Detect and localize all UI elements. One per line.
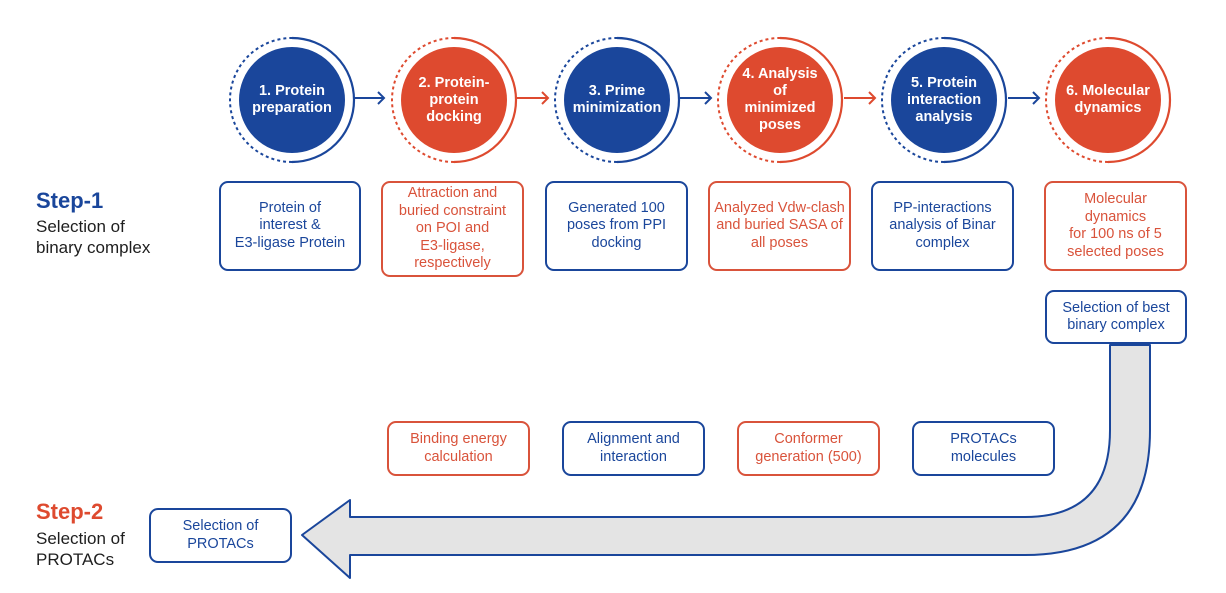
step2-box-2: Alignment and interaction bbox=[562, 421, 705, 476]
connector-arrow-5 bbox=[1008, 91, 1041, 105]
step1-result-box: Selection of best binary complex bbox=[1045, 290, 1187, 344]
step2-subtitle: Selection of PROTACs bbox=[36, 529, 125, 569]
connector-arrow-1 bbox=[353, 91, 386, 105]
stage-ring bbox=[391, 36, 518, 164]
stage-ring bbox=[1045, 36, 1172, 164]
step1-box-2: Attraction and buried constraint on POI … bbox=[381, 181, 524, 277]
step2-box-3: Conformer generation (500) bbox=[737, 421, 880, 476]
stage-ring bbox=[554, 36, 681, 164]
stage-label: 5. Protein interaction analysis bbox=[891, 47, 997, 153]
connector-arrow-3 bbox=[680, 91, 713, 105]
step1-title: Step-1 bbox=[36, 188, 104, 213]
connector-arrow-2 bbox=[517, 91, 550, 105]
stage-circle-1: 1. Protein preparation bbox=[227, 35, 357, 165]
step1-box-6: Molecular dynamics for 100 ns of 5 selec… bbox=[1044, 181, 1187, 271]
step1-subtitle: Selection of binary complex bbox=[36, 217, 151, 257]
stage-circle-2: 2. Protein- protein docking bbox=[389, 35, 519, 165]
return-arrow bbox=[301, 344, 1151, 579]
stage-circle-3: 3. Prime minimization bbox=[552, 35, 682, 165]
stage-circle-5: 5. Protein interaction analysis bbox=[879, 35, 1009, 165]
step1-box-3: Generated 100 poses from PPI docking bbox=[545, 181, 688, 271]
stage-ring bbox=[881, 36, 1008, 164]
step1-box-1: Protein of interest & E3-ligase Protein bbox=[219, 181, 361, 271]
stage-circle-4: 4. Analysis of minimized poses bbox=[715, 35, 845, 165]
step1-box-4: Analyzed Vdw-clash and buried SASA of al… bbox=[708, 181, 851, 271]
step2-result-box: Selection of PROTACs bbox=[149, 508, 292, 563]
stage-label: 4. Analysis of minimized poses bbox=[727, 47, 833, 153]
stage-label: 2. Protein- protein docking bbox=[401, 47, 507, 153]
stage-circle-6: 6. Molecular dynamics bbox=[1043, 35, 1173, 165]
stage-ring bbox=[717, 36, 844, 164]
stage-label: 1. Protein preparation bbox=[239, 47, 345, 153]
connector-arrow-4 bbox=[844, 91, 877, 105]
step1-box-5: PP-interactions analysis of Binar comple… bbox=[871, 181, 1014, 271]
stage-ring bbox=[229, 36, 356, 164]
stage-label: 6. Molecular dynamics bbox=[1055, 47, 1161, 153]
step2-box-1: Binding energy calculation bbox=[387, 421, 530, 476]
stage-label: 3. Prime minimization bbox=[564, 47, 670, 153]
step2-box-4: PROTACs molecules bbox=[912, 421, 1055, 476]
step2-title: Step-2 bbox=[36, 499, 104, 524]
